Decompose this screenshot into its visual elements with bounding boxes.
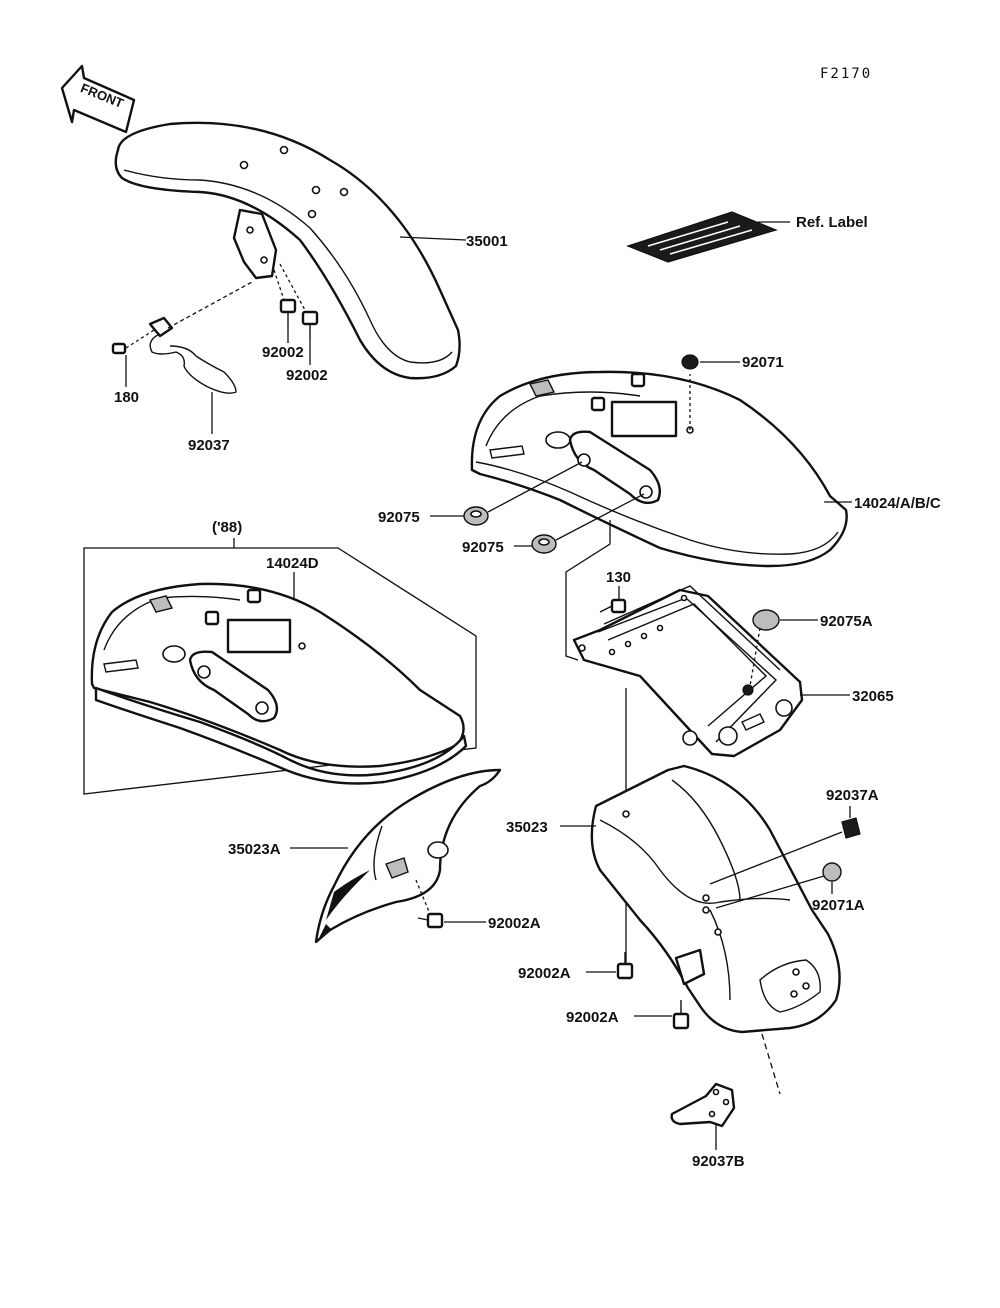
ref-label-sticker-icon bbox=[626, 211, 778, 263]
label-14024d: 14024D bbox=[266, 555, 319, 572]
side-cover-35023a-icon bbox=[314, 768, 502, 944]
bolt-130-icon bbox=[599, 598, 627, 614]
label-92037: 92037 bbox=[188, 437, 230, 454]
cap-92075a-icon bbox=[752, 609, 780, 631]
label-35001: 35001 bbox=[466, 233, 508, 250]
bolt-92002a-lower-icon bbox=[616, 952, 634, 980]
rear-fender-88-icon bbox=[90, 582, 468, 785]
label-130: 130 bbox=[606, 569, 631, 586]
screw-180-icon bbox=[111, 342, 127, 355]
label-year-88: ('88) bbox=[212, 519, 242, 536]
label-35023: 35023 bbox=[506, 819, 548, 836]
figure-code: F2170 bbox=[820, 66, 872, 82]
rear-fender-icon bbox=[470, 370, 848, 568]
damper-92075-upper-icon bbox=[463, 506, 489, 526]
rear-fender-bracket-icon bbox=[572, 585, 804, 758]
label-92002a-side-cover: 92002A bbox=[488, 915, 541, 932]
label-92037b: 92037B bbox=[692, 1153, 745, 1170]
nut-92037a-icon bbox=[841, 817, 861, 839]
damper-92075-lower-icon bbox=[531, 534, 557, 554]
grommet-92071-icon bbox=[681, 354, 699, 370]
label-35023a: 35023A bbox=[228, 841, 281, 858]
wire-guide-clamp-icon bbox=[148, 316, 237, 394]
bolt-92002a-bottom-icon bbox=[672, 1000, 690, 1030]
label-92075-upper: 92075 bbox=[378, 509, 420, 526]
bolt-92002a-side-cover-icon bbox=[417, 912, 444, 929]
year-88-group-box bbox=[83, 547, 477, 795]
bolt-92002-icon bbox=[279, 298, 297, 326]
label-92002a-bottom: 92002A bbox=[566, 1009, 619, 1026]
label-180: 180 bbox=[114, 389, 139, 406]
grommet-92071a-icon bbox=[822, 862, 842, 882]
bracket-92037b-icon bbox=[670, 1082, 736, 1128]
label-14024abc: 14024/A/B/C bbox=[854, 495, 941, 512]
bolt-92002-icon bbox=[301, 310, 319, 338]
label-32065: 32065 bbox=[852, 688, 894, 705]
label-92002-lower: 92002 bbox=[286, 367, 328, 384]
label-ref-label: Ref. Label bbox=[796, 214, 868, 231]
rear-inner-fender-icon bbox=[590, 764, 841, 1034]
label-92002a-lower-left: 92002A bbox=[518, 965, 571, 982]
label-92002-upper: 92002 bbox=[262, 344, 304, 361]
label-92037a: 92037A bbox=[826, 787, 879, 804]
label-92075a: 92075A bbox=[820, 613, 873, 630]
front-fender-icon bbox=[114, 121, 461, 380]
label-92071: 92071 bbox=[742, 354, 784, 371]
label-92075-lower: 92075 bbox=[462, 539, 504, 556]
label-92071a: 92071A bbox=[812, 897, 865, 914]
front-arrow-icon: FRONT bbox=[60, 64, 136, 134]
